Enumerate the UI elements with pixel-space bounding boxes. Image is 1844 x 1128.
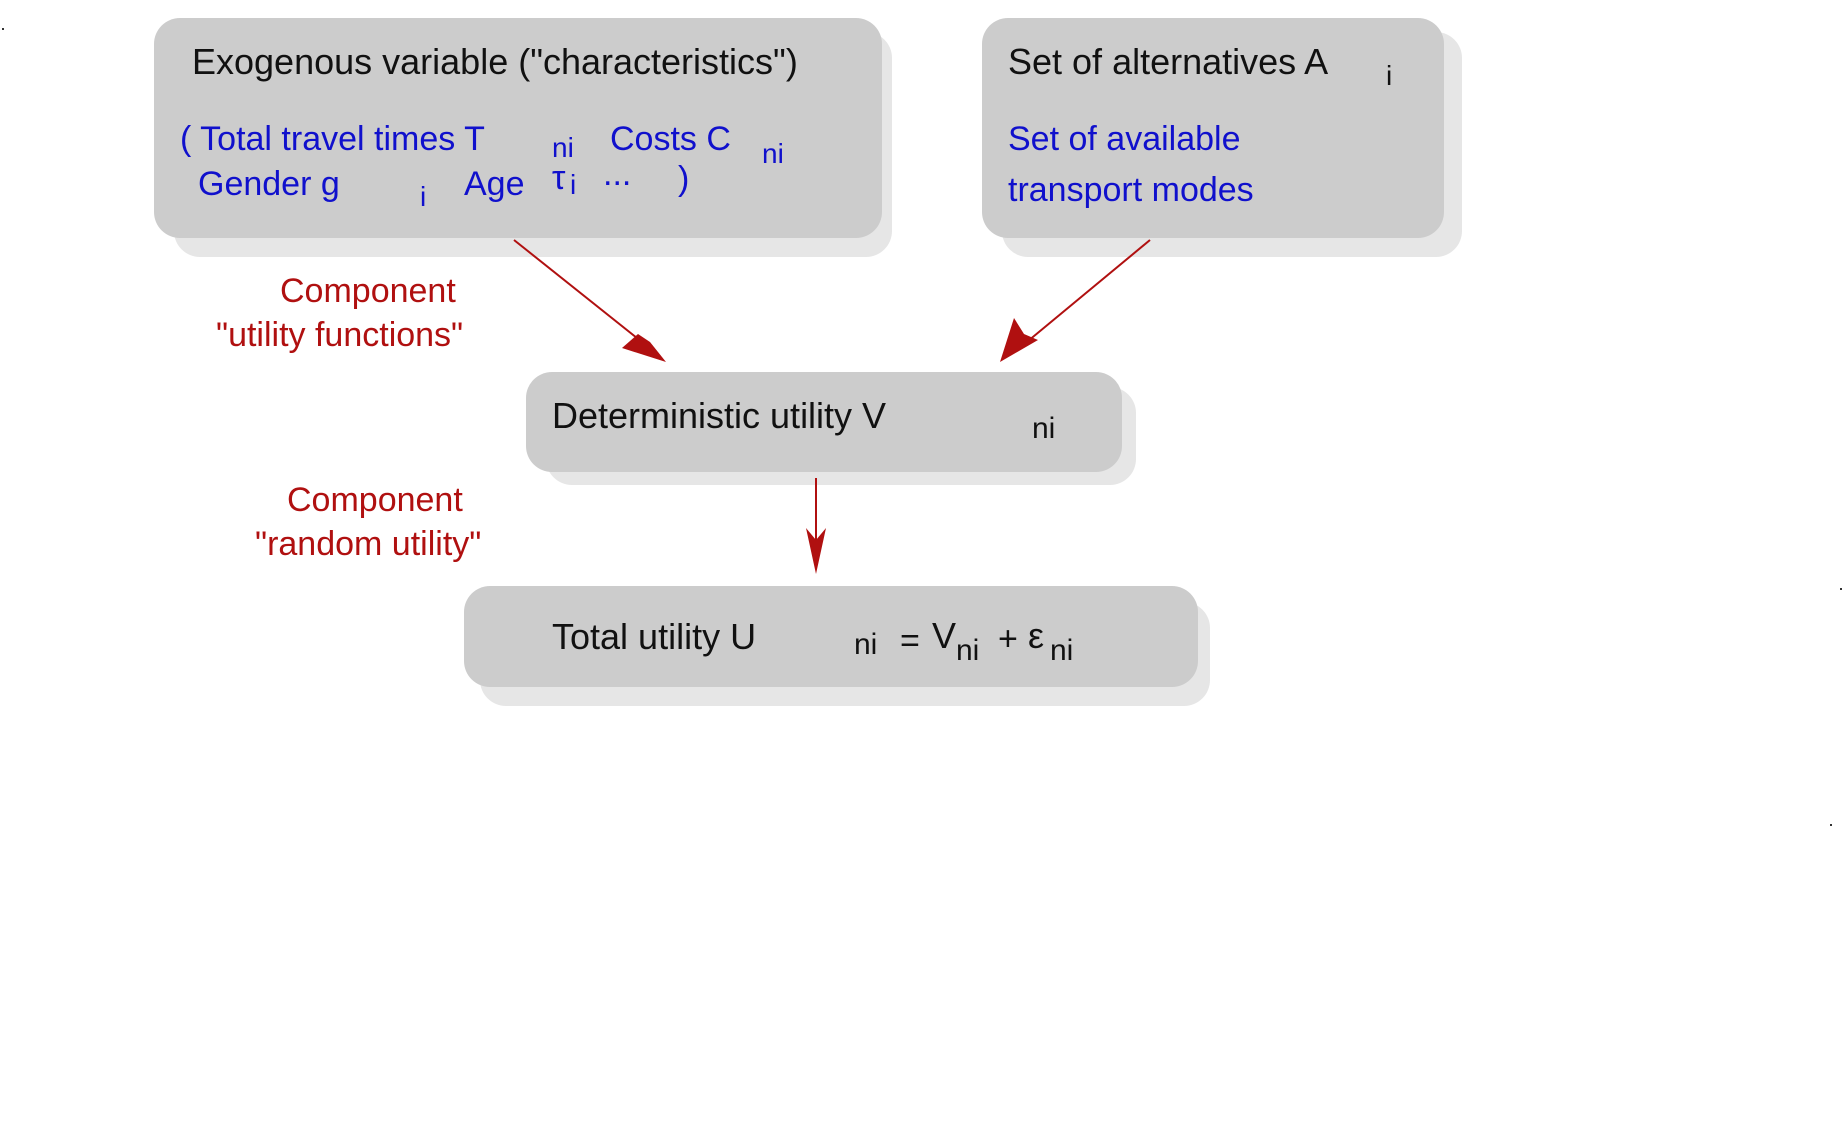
total-v-symbol: V [932,615,957,656]
total-v-subscript: ni [956,634,980,667]
travel-times-label: ( Total travel times T [180,120,485,158]
component-utility-line2: "utility functions" [216,316,464,354]
arrow-alternatives-to-deterministic [1000,239,1151,362]
deterministic-box [526,372,1122,472]
travel-times-subscript: ni [552,132,574,163]
arrow-exogenous-to-deterministic [513,239,666,362]
exogenous-box [154,18,882,238]
total-epsilon-subscript: ni [1050,634,1074,667]
costs-subscript: ni [762,138,784,169]
total-subscript: ni [854,628,878,661]
stray-mark [2,28,4,30]
total-box [464,586,1198,687]
alternatives-subscript: i [1386,60,1393,91]
component-random-line1: Component [287,481,463,519]
age-tau-symbol: τ [552,159,566,197]
close-paren: ) [678,160,690,198]
deterministic-title: Deterministic utility V [552,395,887,436]
costs-label: Costs C [610,120,731,158]
ellipsis: ... [603,155,632,193]
stray-mark [1830,824,1832,826]
age-tau-subscript: i [570,169,577,200]
alternatives-title: Set of alternatives A [1008,41,1329,82]
component-utility-line1: Component [280,272,456,310]
stray-mark [1840,588,1842,590]
total-plus-sign: + [998,620,1018,658]
arrow-deterministic-to-total [806,478,826,574]
total-title: Total utility U [552,616,757,657]
gender-label: Gender g [198,165,340,203]
alternatives-desc-line1: Set of available [1008,120,1241,158]
alternatives-desc-line2: transport modes [1008,171,1254,209]
alternatives-box [982,18,1444,238]
exogenous-title: Exogenous variable ("characteristics") [192,41,798,82]
deterministic-subscript: ni [1032,412,1056,445]
age-label: Age [464,165,525,203]
total-epsilon-symbol: ε [1028,615,1045,656]
component-random-line2: "random utility" [255,525,482,563]
gender-subscript: i [420,181,427,212]
total-equals-sign: = [900,622,920,660]
